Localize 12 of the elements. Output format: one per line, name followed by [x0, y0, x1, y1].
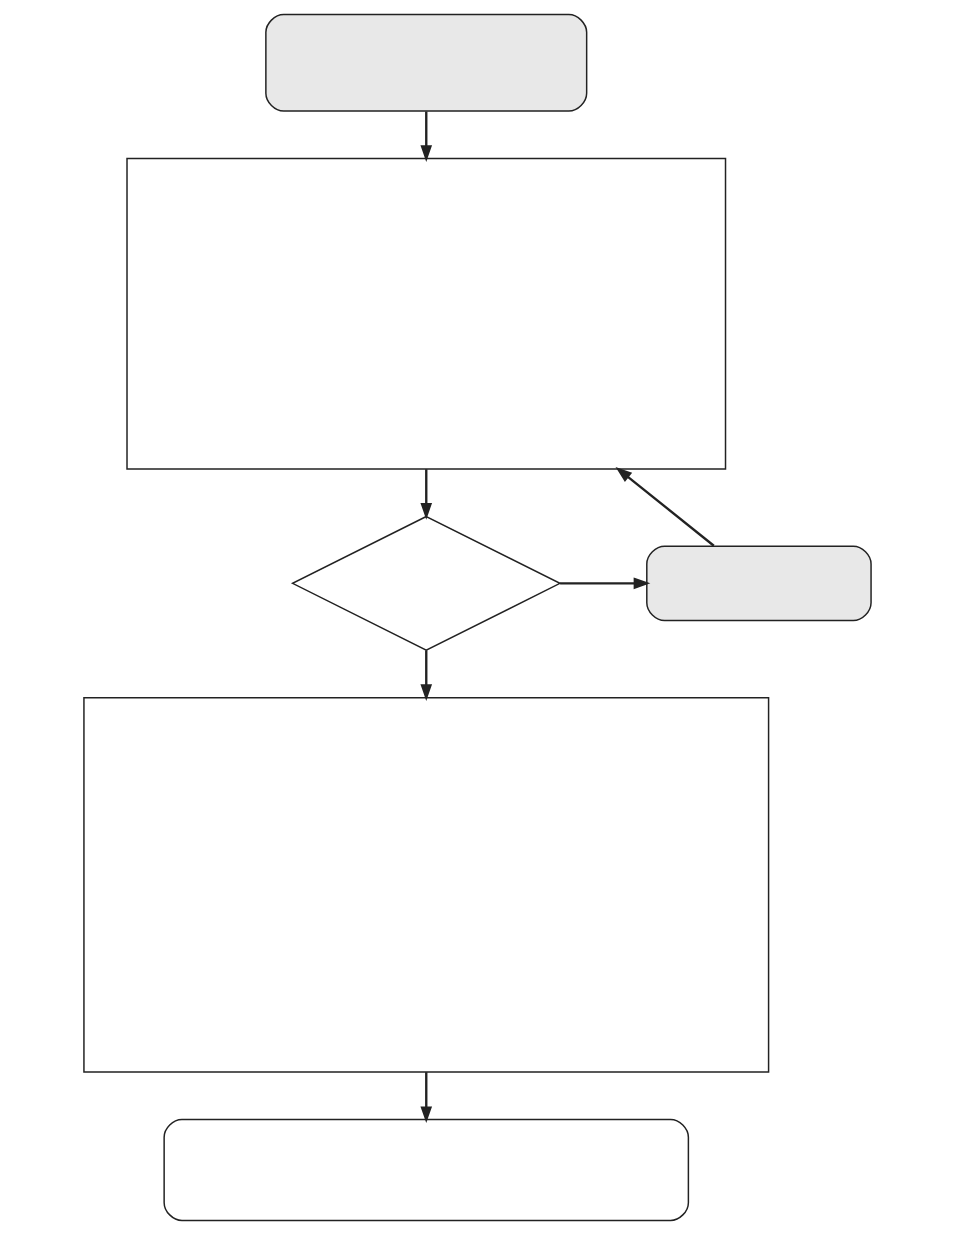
- arrow: [615, 466, 715, 547]
- node-diamond: [290, 515, 562, 651]
- arrow: [559, 577, 650, 590]
- arrow: [419, 111, 432, 162]
- arrow: [419, 1072, 432, 1124]
- node-box: [645, 545, 872, 622]
- node-box: [82, 696, 769, 1073]
- node-box: [162, 1118, 689, 1222]
- node-box: [264, 13, 587, 112]
- arrow: [419, 650, 432, 701]
- node-box: [125, 157, 726, 470]
- arrow: [419, 469, 432, 520]
